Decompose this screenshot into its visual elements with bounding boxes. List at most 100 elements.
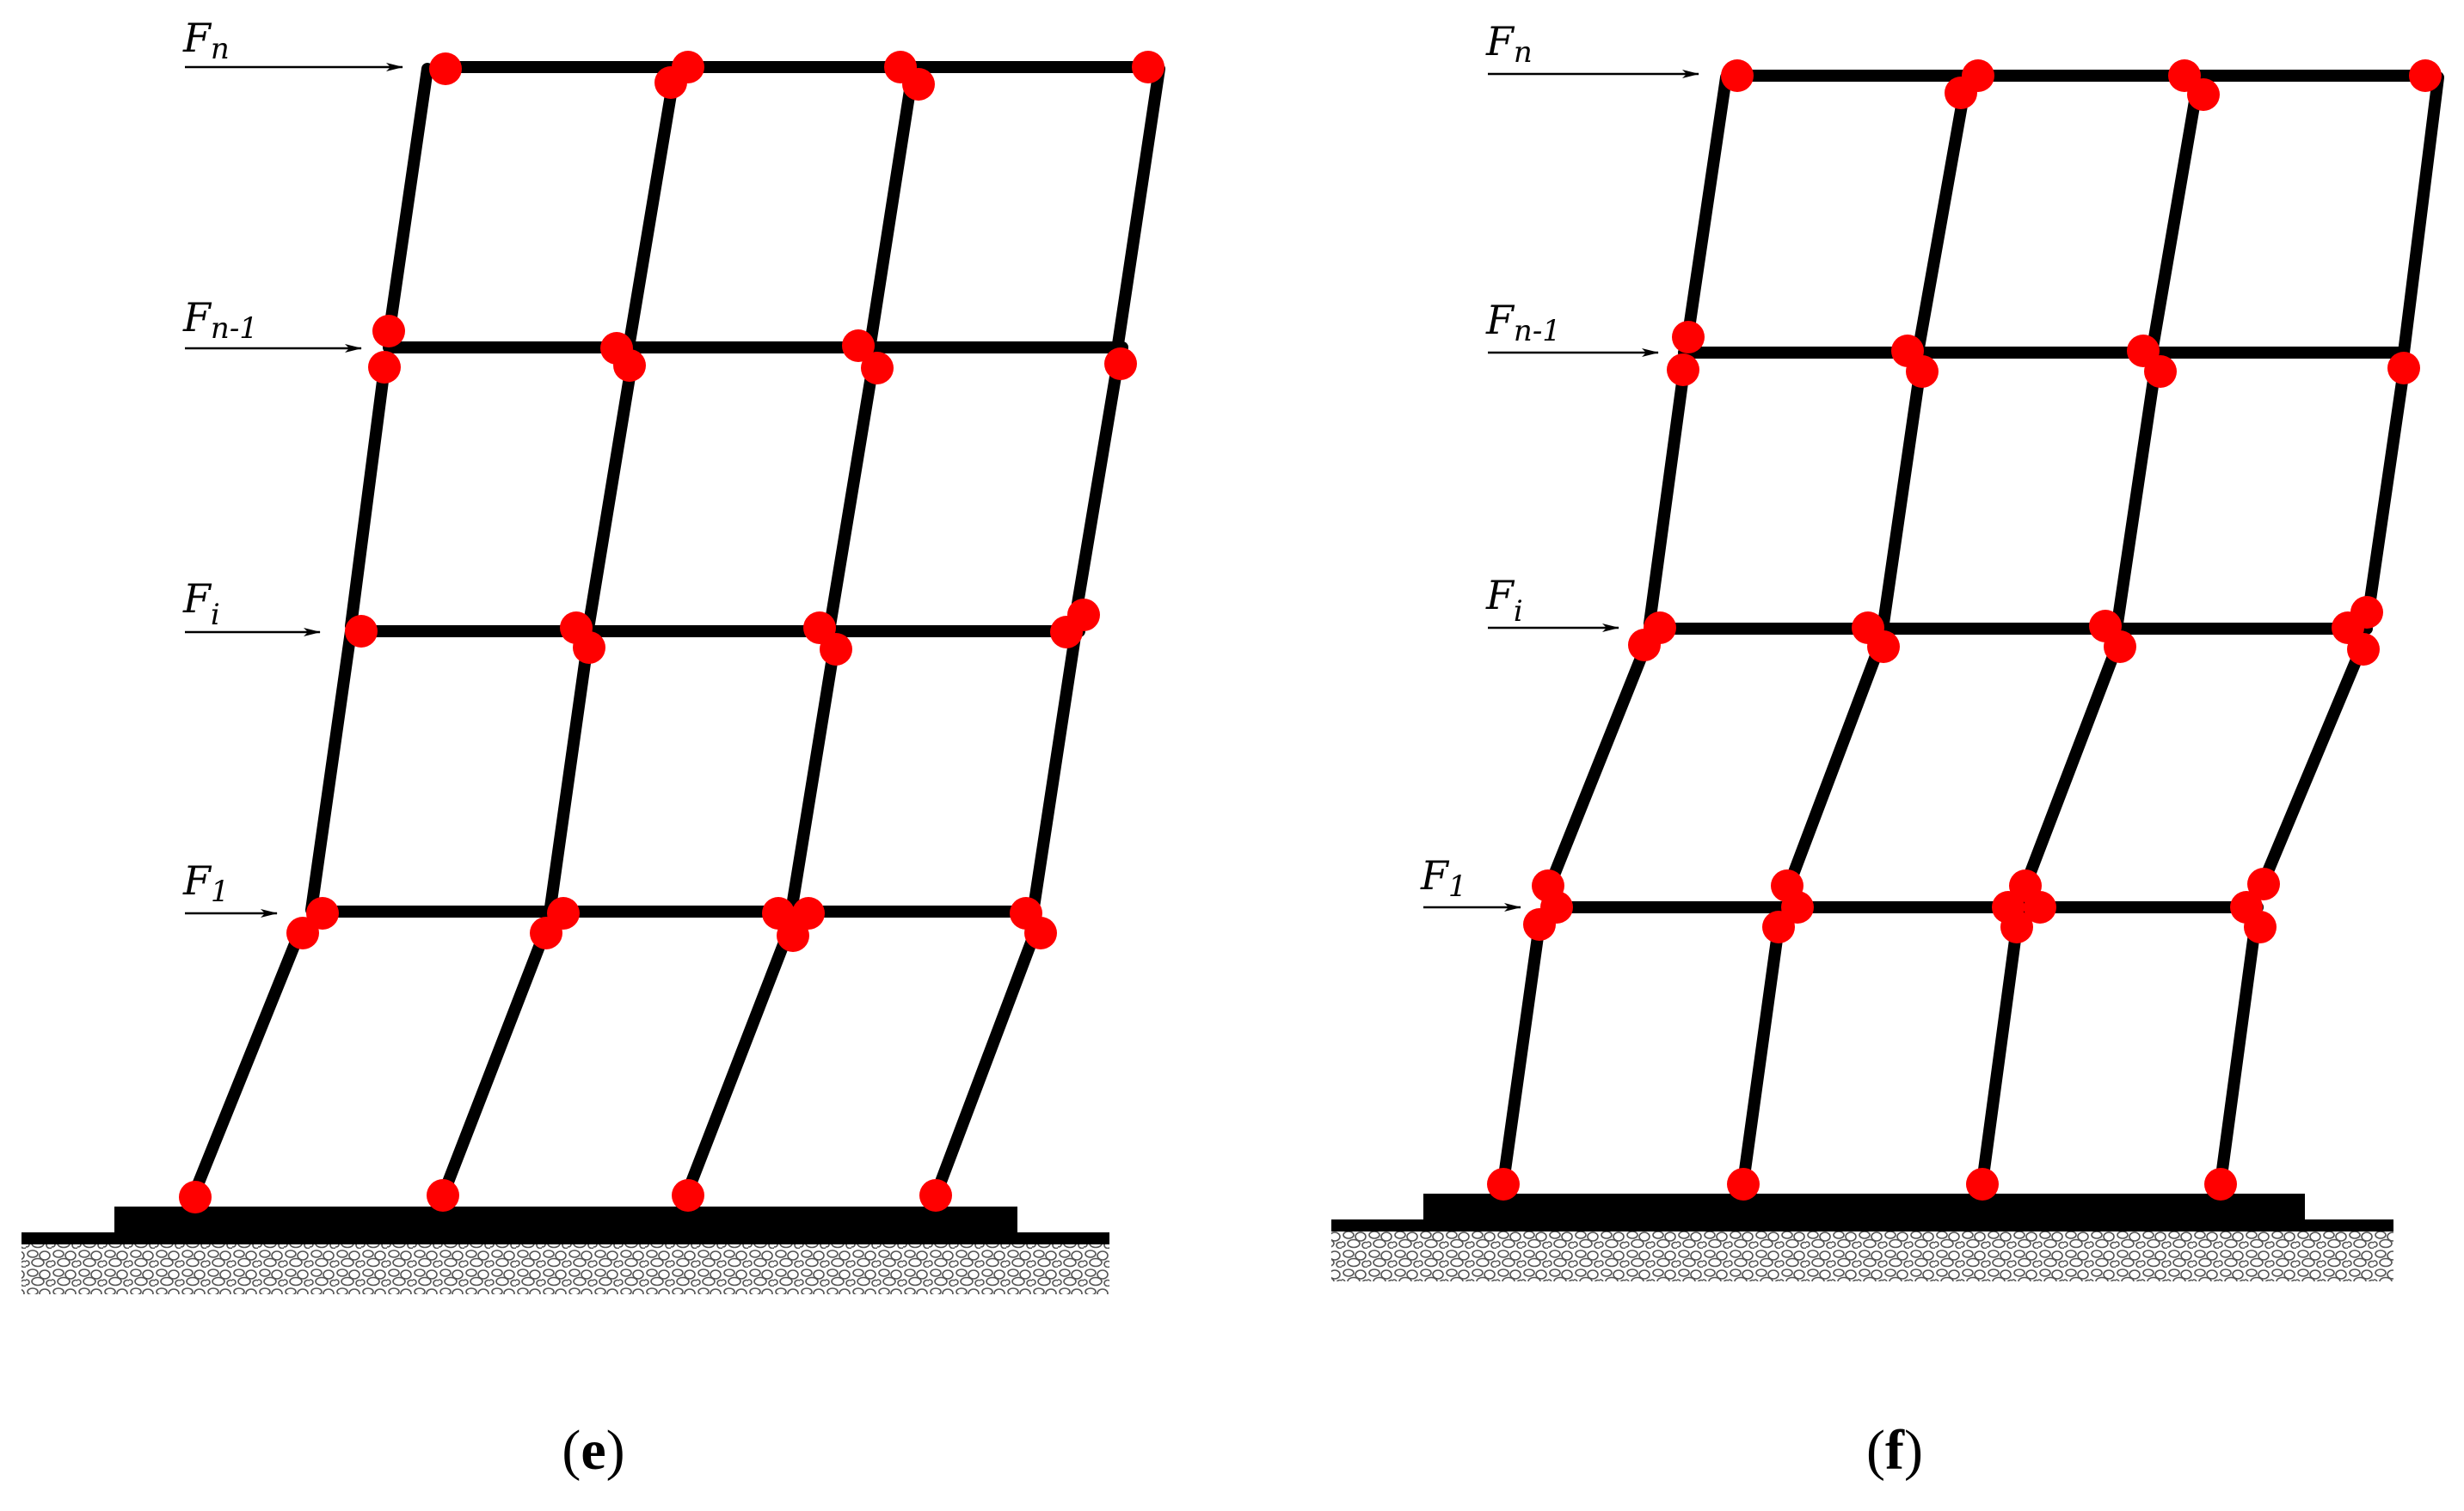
plastic-hinge-dot-icon bbox=[1132, 51, 1164, 83]
plastic-hinge-dot-icon bbox=[2024, 891, 2056, 924]
panel-f-column bbox=[2146, 80, 2203, 359]
plastic-hinge-dot-icon bbox=[1667, 353, 1699, 386]
force-label: Fn-1 bbox=[1485, 297, 1561, 348]
panel-f-loads bbox=[1423, 70, 1699, 912]
panel-e-column bbox=[383, 63, 433, 341]
plastic-hinge-dot-icon bbox=[1628, 629, 1661, 661]
panel-f-frame bbox=[1497, 70, 2444, 1189]
panel-e-force-labels: Fn Fn-1 Fi F1 bbox=[182, 15, 258, 909]
panel-f-force-labels: Fn Fn-1 Fi F1 bbox=[1420, 18, 1561, 904]
force-label: F1 bbox=[182, 857, 230, 909]
panel-e-column bbox=[583, 355, 638, 630]
plastic-hinge-dot-icon bbox=[1906, 355, 1939, 388]
panel-f-footing bbox=[1423, 1194, 2305, 1219]
force-label: Fn bbox=[1485, 18, 1533, 70]
panel-e-column bbox=[1112, 63, 1165, 350]
panel-f-column bbox=[1497, 918, 1545, 1189]
panel-e-column bbox=[785, 641, 840, 918]
panel-f-column bbox=[1912, 80, 1971, 359]
plastic-hinge-dot-icon bbox=[429, 52, 462, 85]
plastic-hinge-dot-icon bbox=[286, 917, 319, 949]
panel-e-column bbox=[824, 359, 879, 632]
plastic-hinge-dot-icon bbox=[345, 615, 378, 648]
panel-e-ground-line bbox=[22, 1232, 1109, 1244]
plastic-hinge-dot-icon bbox=[672, 1179, 704, 1212]
panel-e-column bbox=[437, 923, 552, 1201]
force-label: F1 bbox=[1420, 852, 1467, 904]
panel-e-column bbox=[930, 923, 1042, 1201]
panel-e-column bbox=[864, 73, 918, 350]
plastic-hinge-dot-icon bbox=[2204, 1168, 2237, 1201]
plastic-hinge-dot-icon bbox=[1104, 347, 1137, 380]
panel-f: Fn Fn-1 Fi F1 bbox=[1331, 18, 2444, 1482]
plastic-hinge-dot-icon bbox=[1067, 599, 1100, 631]
plastic-hinge-dot-icon bbox=[654, 66, 687, 99]
panel-f-soil bbox=[1331, 1232, 2393, 1281]
plastic-hinge-dot-icon bbox=[1762, 911, 1795, 943]
panel-e-column bbox=[345, 355, 391, 632]
plastic-hinge-dot-icon bbox=[1487, 1168, 1520, 1201]
plastic-hinge-dot-icon bbox=[2187, 78, 2220, 111]
plastic-hinge-dot-icon bbox=[1867, 630, 1900, 663]
plastic-hinge-dot-icon bbox=[2409, 59, 2442, 92]
panel-e-column bbox=[187, 923, 307, 1201]
plastic-hinge-dot-icon bbox=[613, 349, 646, 382]
plastic-hinge-dot-icon bbox=[368, 351, 401, 384]
plastic-hinge-dot-icon bbox=[2104, 630, 2136, 663]
panel-f-column bbox=[1783, 641, 1885, 892]
panel-e-caption: (e) bbox=[562, 1419, 624, 1482]
panel-e-foundation bbox=[22, 1207, 1109, 1294]
panel-e-column bbox=[1069, 355, 1124, 625]
panel-f-ground-line bbox=[1331, 1219, 2393, 1232]
plastic-hinge-dot-icon bbox=[530, 917, 562, 949]
plastic-hinge-dot-icon bbox=[372, 315, 405, 347]
panel-f-foundation bbox=[1331, 1194, 2393, 1281]
panel-f-column bbox=[2019, 643, 2122, 892]
panel-f-column bbox=[2215, 921, 2261, 1189]
plastic-hinge-dot-icon bbox=[1727, 1168, 1760, 1201]
panel-f-hinges bbox=[1487, 59, 2442, 1201]
plastic-hinge-dot-icon bbox=[573, 631, 605, 664]
panel-e: Fn Fn-1 Fi F1 bbox=[22, 15, 1165, 1482]
plastic-hinge-dot-icon bbox=[861, 352, 894, 384]
plastic-hinge-dot-icon bbox=[2347, 633, 2380, 666]
plastic-hinge-dot-icon bbox=[306, 897, 339, 930]
panel-f-column bbox=[1877, 368, 1926, 630]
plastic-hinge-dot-icon bbox=[2350, 596, 2383, 629]
force-label: Fi bbox=[1485, 572, 1523, 629]
plastic-hinge-dot-icon bbox=[1966, 1168, 1999, 1201]
panel-e-loads bbox=[185, 63, 403, 918]
panel-f-caption: (f) bbox=[1866, 1419, 1923, 1482]
force-label: Fn-1 bbox=[182, 294, 258, 346]
plastic-hinge-dot-icon bbox=[2000, 911, 2033, 943]
panel-f-column bbox=[1644, 364, 1690, 630]
panel-e-column bbox=[544, 639, 593, 913]
panel-f-column bbox=[2256, 643, 2367, 892]
force-label: Fn bbox=[182, 15, 230, 66]
plastic-hinge-dot-icon bbox=[1945, 77, 1977, 109]
panel-f-column bbox=[2398, 71, 2444, 359]
panel-e-column bbox=[624, 73, 679, 348]
panel-e-frame bbox=[187, 61, 1165, 1201]
plastic-hinge-dot-icon bbox=[2144, 355, 2177, 388]
panel-f-column bbox=[1542, 643, 1650, 896]
force-label: Fi bbox=[182, 575, 220, 632]
plastic-hinge-dot-icon bbox=[919, 1179, 952, 1212]
panel-e-column bbox=[680, 923, 796, 1201]
plastic-hinge-dot-icon bbox=[1523, 908, 1556, 941]
plastic-hinge-dot-icon bbox=[1024, 917, 1057, 949]
panel-e-column bbox=[305, 625, 357, 916]
panel-f-column bbox=[1976, 921, 2023, 1189]
panel-e-footing bbox=[114, 1207, 1017, 1232]
plastic-hinge-dot-icon bbox=[842, 329, 875, 362]
plastic-hinge-dot-icon bbox=[2244, 911, 2277, 943]
plastic-hinge-dot-icon bbox=[2387, 352, 2420, 384]
plastic-hinge-dot-icon bbox=[2247, 868, 2280, 900]
panel-f-column bbox=[1737, 921, 1785, 1189]
plastic-hinge-dot-icon bbox=[902, 68, 935, 101]
plastic-hinge-dot-icon bbox=[1672, 321, 1705, 353]
panel-f-column bbox=[2111, 368, 2160, 630]
panel-f-column bbox=[1681, 71, 1732, 346]
plastic-hinge-dot-icon bbox=[1721, 59, 1754, 92]
